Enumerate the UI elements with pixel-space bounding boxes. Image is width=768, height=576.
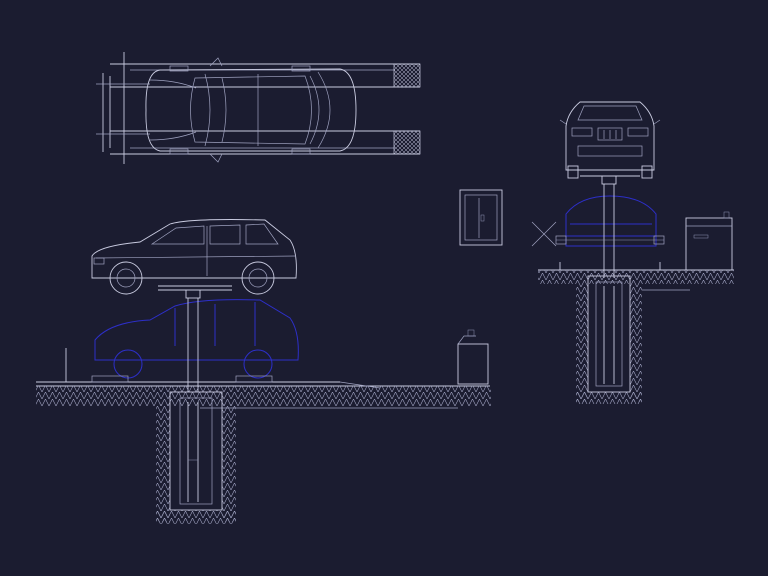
top-view bbox=[96, 52, 421, 164]
car-top-view bbox=[145, 57, 357, 163]
car-raised-side-view bbox=[91, 219, 297, 295]
lift-column bbox=[158, 285, 232, 392]
front-lift-column bbox=[555, 175, 665, 278]
front-elevation bbox=[531, 101, 734, 404]
car-lowered-position bbox=[94, 299, 299, 379]
front-car-lowered-position bbox=[565, 195, 657, 247]
control-cabinet-detail bbox=[459, 189, 503, 246]
power-unit bbox=[457, 329, 489, 385]
front-lift-pit bbox=[576, 275, 642, 404]
lift-pit bbox=[156, 391, 236, 524]
car-raised-front-view bbox=[559, 101, 661, 179]
ramp-pad-lower bbox=[393, 130, 421, 155]
side-elevation bbox=[36, 219, 491, 524]
ground-hatch-left bbox=[36, 386, 491, 406]
ramp-pad-upper bbox=[393, 63, 421, 88]
wheel-stop-marker bbox=[531, 221, 557, 247]
lift-runway-rails bbox=[96, 52, 420, 164]
front-power-unit bbox=[685, 211, 733, 271]
